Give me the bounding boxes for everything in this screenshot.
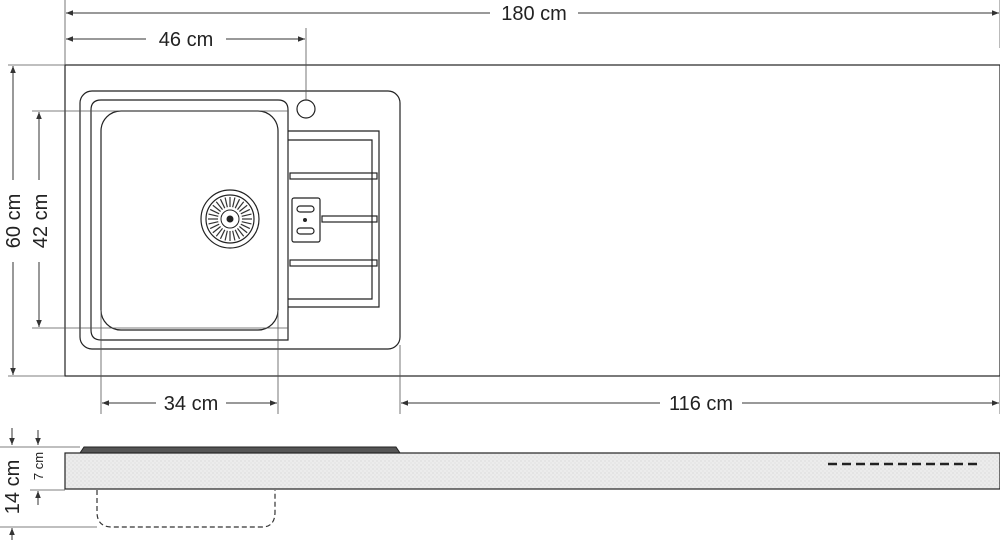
basin-width-label: 34 cm (164, 393, 218, 415)
drain-slot (241, 213, 252, 217)
dim-basin-depth: 42 cm (30, 112, 52, 327)
basin-frame (90, 99, 289, 341)
drain-slot (219, 229, 226, 240)
sink-offset-label: 46 cm (159, 29, 213, 51)
tap-hole (296, 99, 316, 119)
basin-depth-label: 42 cm (30, 194, 52, 248)
drain-slot (237, 201, 245, 210)
drain-slot (239, 204, 248, 212)
side-thickness-label: 7 cm (31, 452, 46, 480)
drain-slot (232, 197, 236, 208)
sink-flange (79, 90, 401, 350)
right-length-label: 116 cm (669, 393, 733, 415)
drain-slot (240, 208, 251, 215)
drain-slot (224, 197, 228, 208)
drain-slot (212, 204, 221, 212)
drain-slot (209, 208, 220, 215)
drain-slot (209, 223, 220, 230)
drain-slot (234, 229, 241, 240)
side-total-label: 14 cm (2, 460, 24, 514)
total-length-label: 180 cm (501, 3, 567, 25)
dim-depth: 60 cm (3, 66, 25, 375)
side-view: 14 cm 7 cm (0, 428, 1000, 540)
dim-right-length: 116 cm (401, 393, 999, 415)
drain-slot (208, 221, 219, 225)
countertop-side (64, 452, 1000, 490)
top-view: 180 cm 46 cm 60 cm 42 cm 34 cm (3, 0, 1000, 415)
dim-sink-offset: 46 cm (66, 29, 305, 51)
basin-hidden-outline (96, 490, 276, 528)
dim-total-length: 180 cm (66, 3, 999, 25)
dim-side-thickness: 7 cm (31, 430, 46, 505)
drain-slot (219, 198, 226, 209)
sink-basin (100, 110, 279, 331)
drain-icon (200, 189, 260, 249)
drain-slot (224, 230, 228, 241)
drain-slot (212, 226, 221, 234)
overflow-icon (291, 197, 321, 243)
drain-slot (239, 226, 248, 234)
drain-slot (232, 230, 236, 241)
drain-slot (241, 221, 252, 225)
drain-slot (215, 228, 223, 237)
dim-basin-width: 34 cm (102, 393, 277, 415)
drain-slot (237, 228, 245, 237)
countertop-outline (64, 64, 1000, 377)
dim-side-total: 14 cm (2, 428, 24, 540)
drain-slot (215, 201, 223, 210)
drainboard (288, 130, 380, 308)
depth-label: 60 cm (3, 194, 25, 248)
drain-slot (234, 198, 241, 209)
drain-slot (208, 213, 219, 217)
drain-slot (240, 223, 251, 230)
sink-rim (79, 446, 401, 454)
